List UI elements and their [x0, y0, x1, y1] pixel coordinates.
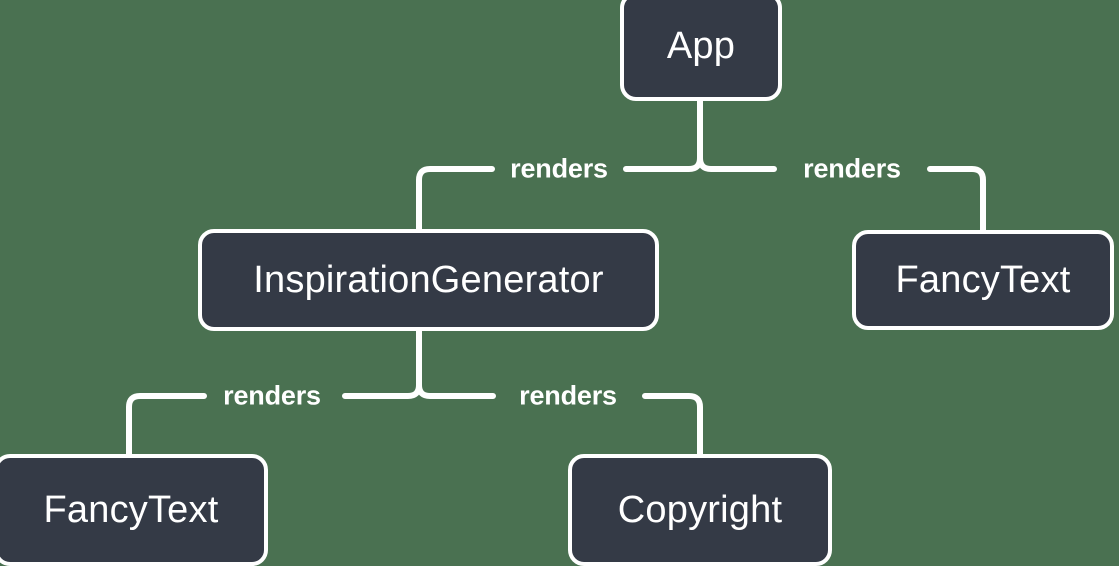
edge-inspgen-to-copy-a [416, 382, 496, 399]
node-app-label: App [666, 25, 736, 67]
edge-app-to-inspgen-right [623, 155, 703, 172]
edge-label-app-fancytext: renders [803, 153, 901, 184]
edge-app-to-inspgen-left [416, 166, 495, 232]
node-copyright[interactable]: Copyright [568, 454, 832, 566]
edge-app-to-fancy-right-a [697, 155, 777, 172]
edge-label-app-inspiration-generator: renders [510, 153, 608, 184]
edge-label-inspiration-generator-fancytext: renders [223, 380, 321, 411]
edge-inspgen-to-copy-b [642, 393, 703, 457]
node-copyright-label: Copyright [617, 488, 783, 531]
edge-label-inspiration-generator-copyright: renders [519, 380, 617, 411]
edge-inspgen-to-fancy-bl-a [342, 382, 422, 399]
edge-inspgen-to-fancy-bl-b [126, 393, 207, 457]
node-fancytext-bottom-left[interactable]: FancyText [0, 454, 268, 566]
edge-app-to-fancy-right-b [927, 166, 986, 233]
node-inspiration-generator[interactable]: InspirationGenerator [198, 229, 659, 331]
node-fancytext-right-label: FancyText [895, 258, 1071, 301]
node-app[interactable]: App [620, 0, 782, 101]
node-fancytext-right[interactable]: FancyText [852, 230, 1114, 330]
node-fancytext-bottom-left-label: FancyText [43, 488, 219, 531]
node-inspiration-generator-label: InspirationGenerator [253, 258, 604, 301]
